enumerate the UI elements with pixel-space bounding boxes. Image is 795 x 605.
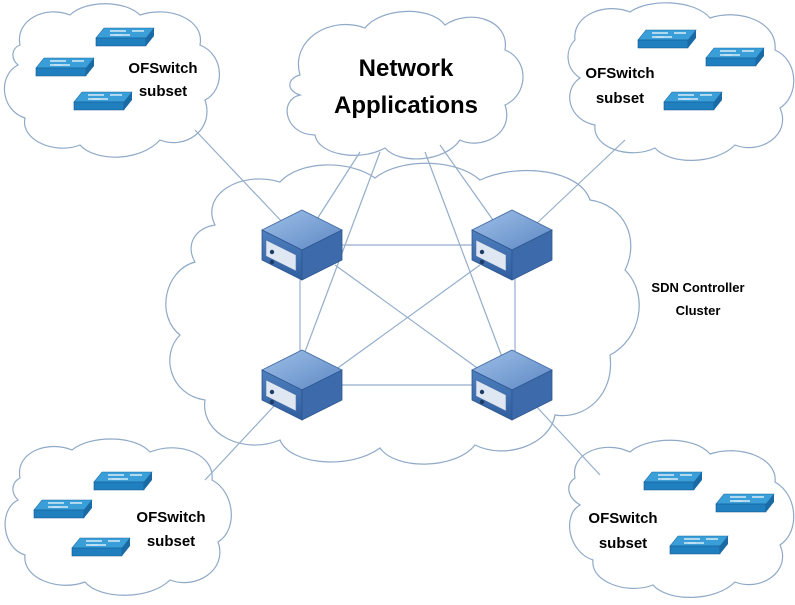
switch-subset-cloud-bottom-right <box>568 439 795 598</box>
switch-subset-cloud-top-right <box>567 2 795 161</box>
link-ctrl-tr-bl <box>334 264 481 371</box>
subset-label-top-right-line1: OFSwitch <box>585 65 654 82</box>
server-icon <box>471 209 553 281</box>
subset-label-bottom-right-line2: subset <box>599 535 647 552</box>
subset-label-bottom-left-line1: OFSwitch <box>136 509 205 526</box>
network-switch-icon <box>705 47 765 67</box>
switch-subset-cloud-bottom-left <box>4 438 232 596</box>
network-switch-icon <box>73 91 133 111</box>
network-switch-icon <box>643 471 703 491</box>
network-switch-icon <box>669 535 729 555</box>
link-apps-to-ctrl-tr <box>439 144 501 231</box>
apps-label-line1: Network <box>359 55 454 82</box>
subset-label-top-left-line2: subset <box>139 83 187 100</box>
network-switch-icon <box>33 499 93 519</box>
link-topleft-subset-to-ctrl-tl <box>194 129 286 226</box>
link-topright-subset-to-ctrl-tr <box>534 139 626 226</box>
switch-subset-cloud-top-left <box>4 3 220 158</box>
subset-label-top-left-line1: OFSwitch <box>128 60 197 77</box>
controller-label-line1: SDN Controller <box>651 280 744 295</box>
network-applications-cloud <box>286 10 524 160</box>
network-switch-icon <box>663 91 723 111</box>
link-bottomright-subset-to-ctrl-br <box>534 404 601 476</box>
subset-label-bottom-right-line1: OFSwitch <box>588 510 657 527</box>
network-switch-icon <box>715 493 775 513</box>
subset-label-top-right-line2: subset <box>596 90 644 107</box>
links <box>194 129 626 481</box>
switches <box>33 27 775 557</box>
link-apps-to-ctrl-tl <box>309 151 361 231</box>
network-switch-icon <box>95 27 155 47</box>
link-bottomleft-subset-to-ctrl-bl <box>204 404 276 481</box>
controller-label-line2: Cluster <box>676 303 721 318</box>
network-switch-icon <box>35 57 95 77</box>
network-switch-icon <box>71 537 131 557</box>
network-switch-icon <box>637 29 697 49</box>
controller-servers <box>261 209 553 421</box>
network-switch-icon <box>93 471 153 491</box>
link-apps-to-ctrl-br <box>424 151 506 366</box>
server-icon <box>261 349 343 421</box>
apps-label-line2: Applications <box>334 92 478 119</box>
server-icon <box>471 349 553 421</box>
server-icon <box>261 209 343 281</box>
subset-label-bottom-left-line2: subset <box>147 533 195 550</box>
